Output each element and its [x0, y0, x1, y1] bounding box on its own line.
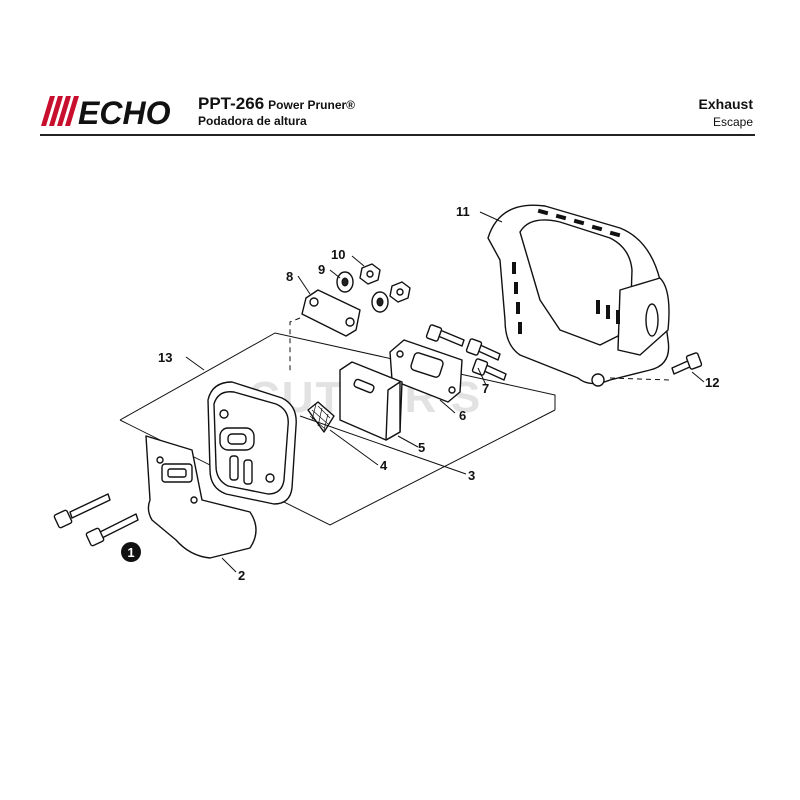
echo-logo: ECHO	[41, 95, 171, 128]
callout-3: 3	[468, 468, 475, 483]
callout-1-badge: 1	[121, 542, 141, 562]
callout-7: 7	[482, 381, 489, 396]
section-title-spanish: Escape	[712, 115, 753, 129]
part-3-muffler	[207, 381, 297, 505]
leader-lines	[185, 211, 705, 573]
callout-10: 10	[331, 247, 345, 262]
callout-9: 9	[318, 262, 325, 277]
part-1-bolts	[53, 493, 139, 547]
model-description: Power Pruner®	[268, 98, 356, 112]
part-6-gasket	[389, 339, 463, 403]
logo-wordmark: ECHO	[78, 95, 171, 128]
part-5-bracket	[339, 361, 403, 441]
callout-2: 2	[238, 568, 245, 583]
part-2-heat-shield	[145, 435, 257, 559]
callout-5: 5	[418, 440, 425, 455]
part-12-screw	[671, 352, 703, 375]
part-8-plate	[301, 289, 361, 337]
part-7-bolts	[425, 324, 507, 381]
leader-12-dashed	[609, 377, 671, 381]
section-title: Exhaust	[698, 96, 753, 112]
callout-13: 13	[158, 350, 172, 365]
part-10-nuts	[359, 263, 411, 303]
header-rule	[40, 134, 755, 136]
callout-11: 11	[456, 204, 470, 219]
callout-8: 8	[286, 269, 293, 284]
model-number: PPT-266	[198, 94, 265, 113]
exploded-parts-diagram: CUTLER'S	[53, 204, 719, 583]
callout-4: 4	[380, 458, 388, 473]
leader-8-dashed	[289, 317, 301, 372]
part-11-muffler-cover	[487, 204, 670, 387]
logo-stripes	[41, 96, 79, 126]
model-description-spanish: Podadora de altura	[198, 114, 307, 128]
part-9-washers	[336, 271, 389, 313]
callout-12: 12	[705, 375, 719, 390]
callout-1: 1	[127, 545, 134, 560]
callout-6: 6	[459, 408, 466, 423]
